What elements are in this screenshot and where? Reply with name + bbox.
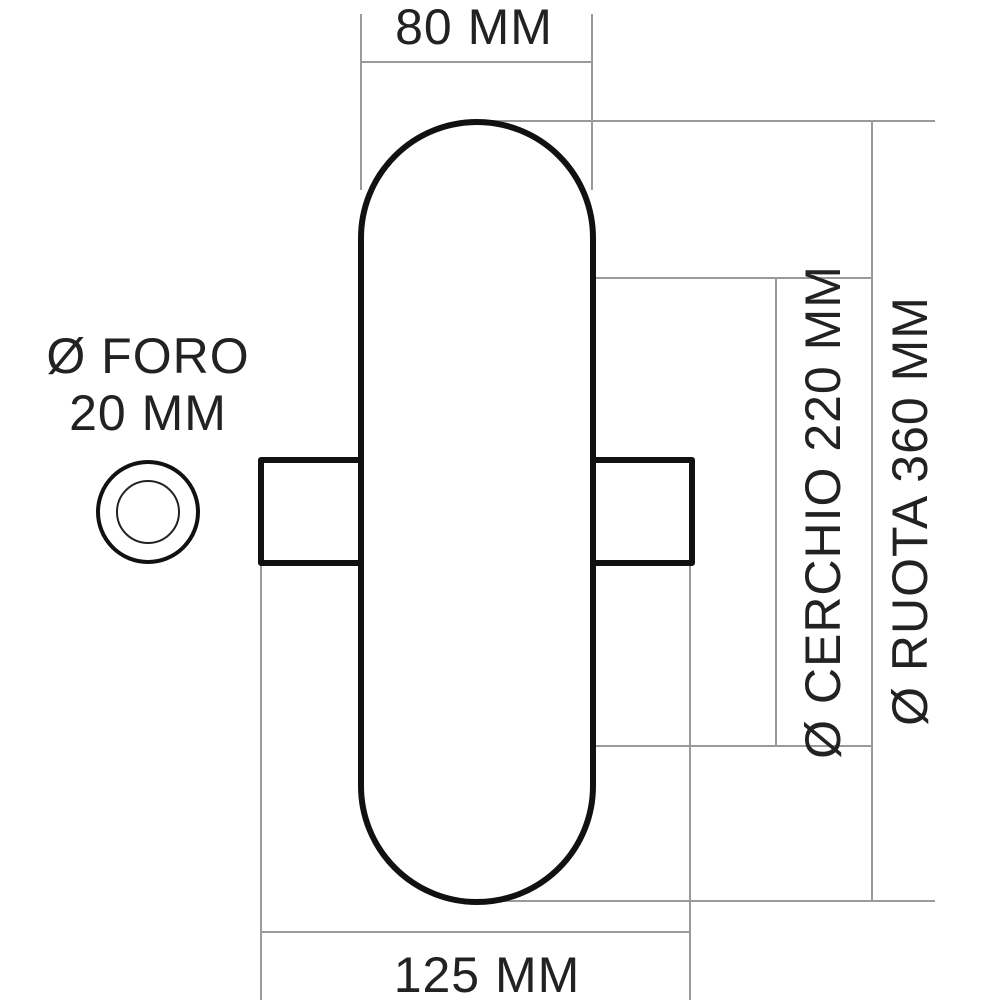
width-top-label: 80 MM: [395, 0, 553, 55]
wheel-profile: [358, 119, 596, 905]
width-bottom-label: 125 MM: [394, 947, 581, 1000]
dimension-lines: [260, 14, 935, 1000]
bore-hole-inner-circle: [116, 480, 180, 544]
hole-label-line1: Ø FORO: [46, 328, 249, 384]
hub-right: [593, 457, 695, 566]
hole-label-line2: 20 MM: [69, 385, 227, 441]
rim-diameter-label: Ø CERCHIO 220 MM: [795, 265, 851, 759]
wheel-diameter-label: Ø RUOTA 360 MM: [882, 296, 938, 726]
hub-left: [258, 457, 361, 566]
bore-hole-outer-circle: [96, 460, 200, 564]
